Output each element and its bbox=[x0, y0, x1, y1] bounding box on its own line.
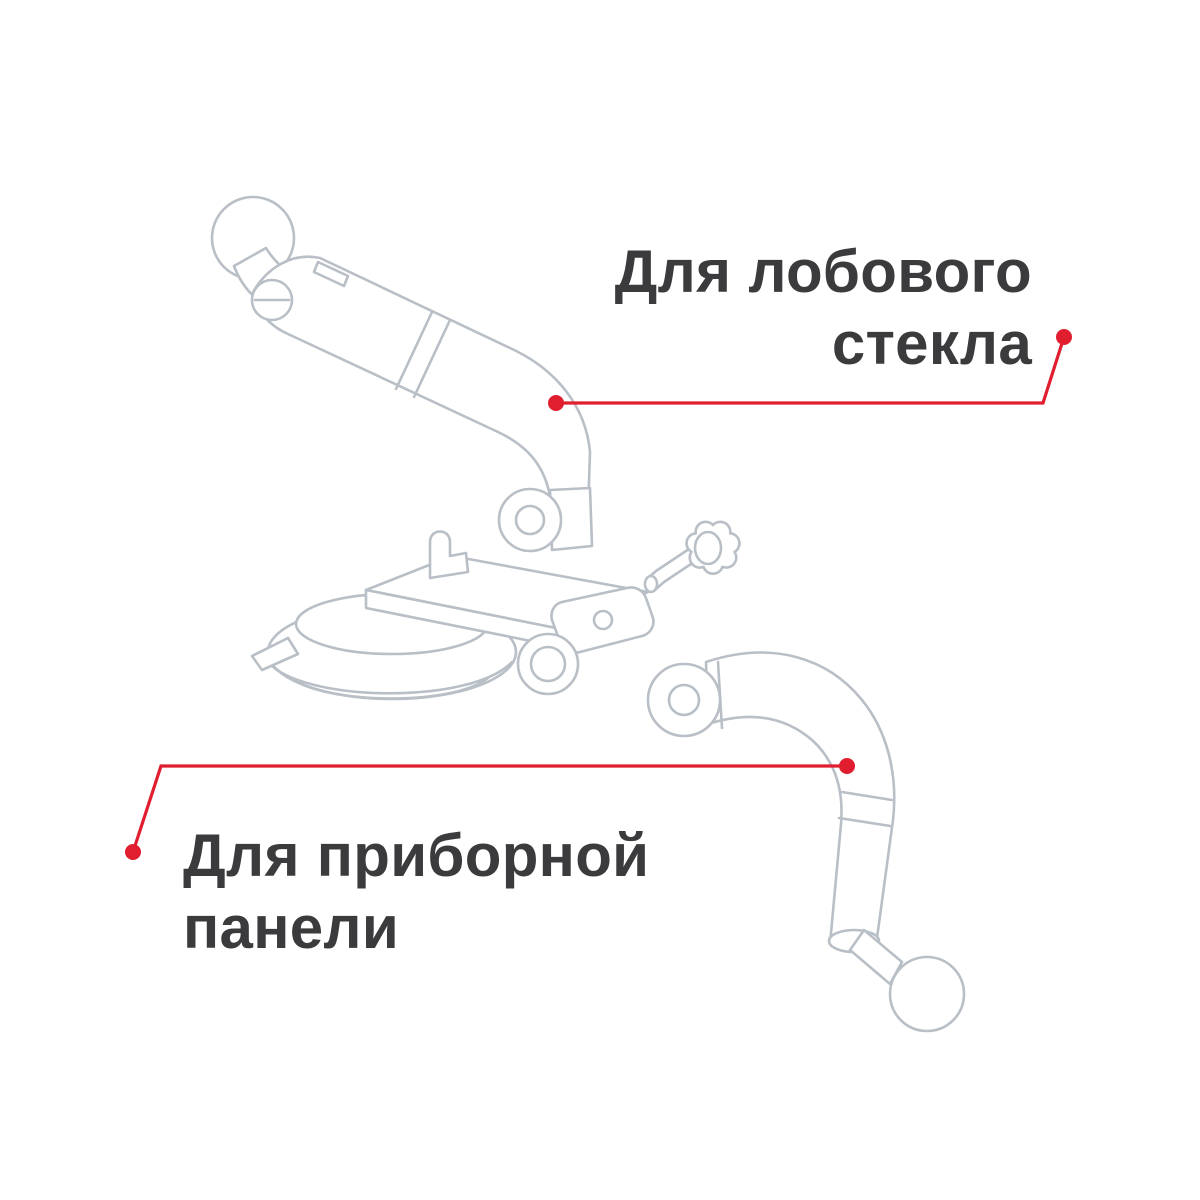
suction-pull-tab bbox=[250, 636, 300, 672]
callout-windshield-dot-part bbox=[548, 395, 564, 411]
callout-windshield bbox=[548, 329, 1072, 411]
dashboard-arm-band-2 bbox=[837, 816, 892, 828]
suction-rim-outer bbox=[270, 660, 514, 695]
windshield-label-line2: стекла bbox=[831, 310, 1032, 377]
dashboard-arm-body bbox=[704, 651, 896, 946]
callout-dashboard bbox=[125, 758, 855, 860]
base-pivot-inner bbox=[529, 645, 567, 683]
thumb-screw-knob-face bbox=[693, 530, 723, 566]
windshield-arm-band-2 bbox=[412, 318, 452, 399]
dashboard-arm-joint-inner bbox=[667, 683, 701, 717]
suction-rim-inner bbox=[292, 676, 490, 700]
dashboard-label-line1: Для приборной bbox=[183, 822, 650, 889]
callout-windshield-line bbox=[556, 336, 1066, 405]
callout-windshield-dot-label bbox=[1056, 329, 1072, 345]
windshield-arm-body bbox=[250, 255, 592, 516]
thumb-screw bbox=[643, 520, 741, 594]
suction-cup-base bbox=[250, 530, 655, 701]
clamp-hook bbox=[428, 530, 470, 580]
dashboard-mount-arm bbox=[646, 651, 966, 1033]
dashboard-arm-band-1 bbox=[840, 790, 894, 802]
callout-dashboard-line bbox=[131, 764, 847, 853]
callout-dashboard-dot-label bbox=[125, 844, 141, 860]
callout-dashboard-dot-part bbox=[839, 758, 855, 774]
windshield-arm-slot bbox=[312, 260, 350, 288]
dashboard-arm-ball bbox=[888, 955, 966, 1033]
link-hole bbox=[592, 609, 614, 631]
dashboard-label-line2: панели bbox=[183, 894, 400, 961]
dashboard-label: Для приборной панели bbox=[183, 820, 649, 964]
windshield-arm-joint-inner bbox=[514, 504, 546, 536]
windshield-arm-band-1 bbox=[394, 310, 434, 391]
thumb-screw-tip bbox=[643, 574, 659, 594]
dashboard-arm-neck bbox=[848, 928, 904, 986]
windshield-label: Для лобового стекла bbox=[615, 236, 1032, 380]
windshield-label-line1: Для лобового bbox=[614, 238, 1032, 305]
windshield-mount-arm bbox=[210, 195, 594, 553]
